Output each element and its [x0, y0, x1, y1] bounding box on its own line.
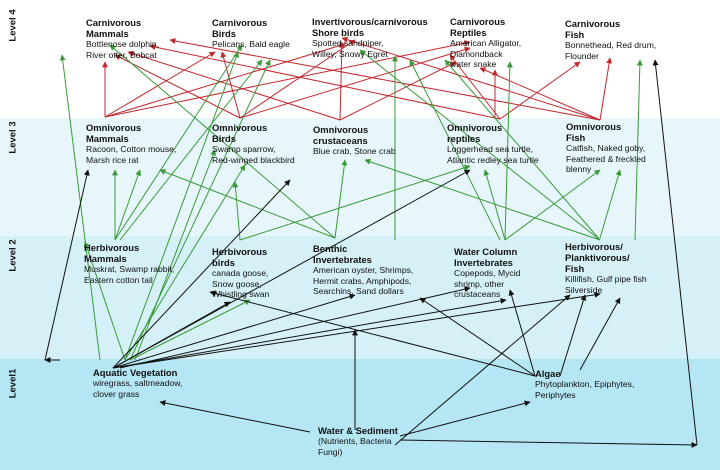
- black-arrow-48: [112, 293, 356, 369]
- green-arrow-21: [114, 169, 142, 241]
- black-arrow-56: [559, 294, 587, 377]
- black-arrow-50: [112, 291, 601, 369]
- red-arrow-2: [104, 42, 346, 118]
- red-arrow-18: [479, 67, 601, 121]
- green-arrow-44: [59, 54, 101, 361]
- green-arrow-35: [409, 59, 501, 241]
- red-arrow-4: [114, 54, 241, 119]
- node-water-column-invertebrates: Water Column Invertebrates Copepods, Myc…: [454, 246, 521, 300]
- green-arrow-22: [119, 59, 263, 241]
- green-arrow-43: [134, 149, 216, 361]
- green-arrow-26: [334, 159, 348, 239]
- level-1-band: [0, 359, 720, 470]
- black-arrow-47: [112, 169, 471, 369]
- node-omnivorous-reptiles: Omnivorous reptiles Loggerhead sea turtl…: [447, 122, 539, 165]
- node-aquatic-vegetation: Aquatic Vegetation wiregrass, saltmeadow…: [93, 367, 183, 399]
- level-3-band: [0, 118, 720, 236]
- red-arrow-1: [104, 51, 216, 118]
- red-arrow-11: [149, 44, 501, 120]
- red-arrow-10: [339, 61, 457, 121]
- black-arrow-57: [579, 297, 621, 371]
- black-arrow-63: [394, 294, 571, 446]
- green-arrow-32: [504, 61, 513, 241]
- node-invertivorous-shorebirds: Invertivorous/carnivorous Shore birds Sp…: [312, 16, 428, 59]
- green-arrow-39: [124, 51, 239, 361]
- node-water-sediment: Water & Sediment (Nutrients, Bacteria Fu…: [318, 425, 398, 457]
- green-arrow-30: [359, 49, 601, 241]
- green-arrow-36: [599, 169, 622, 239]
- node-omnivorous-birds: Omnivorous Birds Swamp sparrow, Red-wing…: [212, 122, 295, 165]
- green-arrow-31: [364, 158, 601, 241]
- black-arrow-49: [112, 297, 507, 369]
- black-arrow-55: [508, 289, 536, 377]
- red-arrow-17: [341, 36, 601, 121]
- node-omnivorous-crustaceans: Omnivorous crustaceans Blue crab, Stone …: [313, 124, 396, 156]
- black-arrow-60: [159, 400, 311, 433]
- black-arrow-51: [119, 286, 471, 369]
- green-arrow-42: [129, 59, 271, 361]
- black-arrow-64: [44, 169, 90, 361]
- node-carnivorous-fish: Carnivorous Fish Bonnethead, Red drum, F…: [565, 18, 657, 61]
- red-arrow-9: [338, 41, 345, 121]
- red-arrow-6: [239, 39, 356, 119]
- node-carnivorous-birds: Carnivorous Birds Pelicans, Bald eagle: [212, 17, 290, 49]
- red-arrow-7: [239, 46, 471, 119]
- red-arrow-15: [599, 57, 613, 121]
- node-carnivorous-reptiles: Carnivorous Reptiles American Alligator,…: [450, 16, 522, 70]
- green-arrow-28: [109, 44, 336, 239]
- red-arrow-3: [104, 40, 471, 118]
- node-benthic-invertebrates: Benthic Invertebrates American oyster, S…: [313, 243, 414, 297]
- green-arrow-33: [483, 169, 506, 241]
- green-arrow-37: [634, 59, 643, 241]
- node-carnivorous-mammals: Carnivorous Mammals Bottlenose dolphin, …: [86, 17, 160, 60]
- green-arrow-20: [114, 44, 243, 241]
- node-herbivorous-planktivorous-fish: Herbivorous/ Planktivorous/ Fish Killifi…: [565, 241, 647, 295]
- black-arrow-59: [652, 59, 698, 446]
- red-arrow-13: [499, 61, 581, 120]
- node-omnivorous-fish: Omnivorous Fish Catfish, Naked goby, Fea…: [566, 121, 646, 175]
- green-arrow-27: [159, 169, 336, 239]
- node-omnivorous-mammals: Omnivorous Mammals Racoon, Cotton mouse,…: [86, 122, 177, 165]
- green-arrow-29: [444, 59, 601, 241]
- node-herbivorous-birds: Herbivorous birds canada goose, Snow goo…: [212, 246, 270, 300]
- node-algae: Algae Phytoplankton, Epiphytes, Periphyt…: [535, 368, 635, 400]
- node-herbivorous-mammals: Herbivorous Mammals Muskrat, Swamp rabbi…: [84, 242, 175, 285]
- black-arrow-58: [399, 439, 698, 448]
- green-arrow-23: [232, 181, 241, 241]
- red-arrow-8: [127, 50, 341, 121]
- green-arrow-24: [239, 164, 471, 241]
- red-arrow-16: [169, 38, 601, 121]
- red-arrow-12: [449, 54, 501, 120]
- green-arrow-38: [83, 241, 126, 361]
- green-arrow-34: [504, 169, 601, 241]
- black-arrow-53: [209, 290, 536, 377]
- black-arrow-46: [112, 179, 291, 369]
- black-arrow-54: [419, 297, 536, 377]
- green-arrow-41: [129, 299, 251, 361]
- black-arrow-61: [399, 400, 531, 437]
